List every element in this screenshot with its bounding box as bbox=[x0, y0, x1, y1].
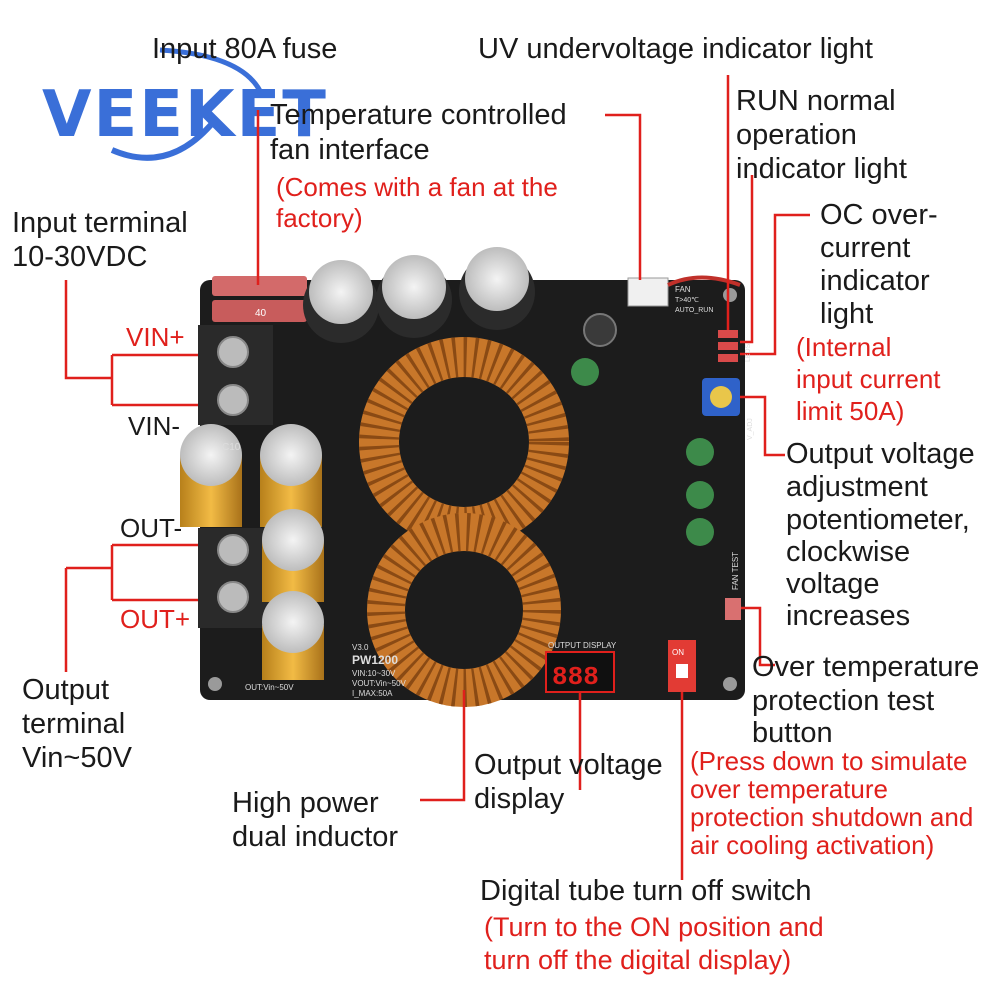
mount-hole bbox=[208, 677, 222, 691]
pot-label-3: potentiometer, bbox=[786, 504, 970, 536]
fan-wire bbox=[667, 275, 741, 287]
otp-note-3: protection shutdown and bbox=[690, 802, 974, 832]
terminal-screw bbox=[217, 336, 249, 368]
terminal-screw bbox=[217, 534, 249, 566]
switch-note-1: (Turn to the ON position and bbox=[484, 912, 824, 942]
oc-note-1: (Internal bbox=[796, 332, 892, 362]
silk-fuse: 40 bbox=[255, 308, 267, 319]
silk-cap: C10 bbox=[222, 442, 241, 453]
display-digits: 888 bbox=[552, 662, 599, 692]
otp-note-1: (Press down to simulate bbox=[690, 746, 968, 776]
silk-auto-run: AUTO_RUN bbox=[675, 307, 713, 314]
oc-label-4: light bbox=[820, 298, 874, 330]
mount-hole bbox=[723, 677, 737, 691]
silk-model: PW1200 bbox=[352, 653, 398, 667]
otp-label-1: Over temperature bbox=[752, 651, 980, 683]
small-cap bbox=[686, 481, 714, 509]
small-inductor bbox=[583, 313, 617, 347]
out-minus-label: OUT- bbox=[120, 513, 183, 543]
silk-vout: VOUT:Vin~50V bbox=[352, 679, 407, 688]
oc-label-1: OC over- bbox=[820, 199, 938, 231]
fan-connector bbox=[627, 277, 669, 307]
top-capacitors bbox=[303, 247, 535, 343]
small-cap bbox=[686, 438, 714, 466]
output-terminal-label-2: terminal bbox=[22, 708, 126, 740]
uv-label: UV undervoltage indicator light bbox=[478, 33, 873, 65]
fuse bbox=[212, 300, 307, 322]
pot-label-6: increases bbox=[786, 600, 911, 632]
output-terminal-label-1: Output bbox=[22, 674, 110, 706]
switch-note-2: turn off the digital display) bbox=[484, 945, 792, 975]
silk-switch-on: ON bbox=[672, 648, 684, 657]
terminal-screw bbox=[217, 384, 249, 416]
inductor-bottom bbox=[367, 513, 561, 707]
run-label-2: operation bbox=[736, 119, 857, 151]
fan-note-1: (Comes with a fan at the bbox=[276, 172, 558, 202]
leader-lines bbox=[64, 75, 810, 880]
silk-adj: V_ADJ bbox=[747, 418, 754, 440]
vin-plus-label: VIN+ bbox=[126, 322, 185, 352]
oc-label-2: current bbox=[820, 232, 911, 264]
led-oc bbox=[718, 354, 738, 362]
silk-vin: VIN:10~30V bbox=[352, 669, 396, 678]
silk-fan-test: FAN TEST bbox=[731, 552, 740, 590]
input-terminal-label-2: 10-30VDC bbox=[12, 241, 148, 273]
output-terminal-label-3: Vin~50V bbox=[22, 742, 132, 774]
logo-arc bbox=[159, 47, 265, 97]
vin-minus-label: VIN- bbox=[128, 411, 180, 441]
inductor-label-1: High power bbox=[232, 787, 379, 819]
terminal-screw bbox=[217, 581, 249, 613]
otp-label-2: protection test bbox=[752, 685, 935, 717]
oc-note-2: input current bbox=[796, 364, 941, 394]
display-label-2: display bbox=[474, 783, 565, 815]
mount-hole bbox=[723, 288, 737, 302]
silk-leds: LEDS bbox=[745, 343, 752, 362]
display-label-1: Output voltage bbox=[474, 749, 663, 781]
led-run bbox=[718, 342, 738, 350]
silk-version: V3.0 bbox=[352, 643, 369, 652]
otp-note-2: over temperature bbox=[690, 774, 888, 804]
inductor-label-2: dual inductor bbox=[232, 821, 399, 853]
pot-label-5: voltage bbox=[786, 568, 880, 600]
otp-note-4: air cooling activation) bbox=[690, 830, 935, 860]
fan-label-1: Temperature controlled bbox=[270, 99, 567, 131]
brand-logo: VEEKET bbox=[42, 78, 328, 152]
fan-note-2: factory) bbox=[276, 203, 363, 233]
switch-label: Digital tube turn off switch bbox=[480, 875, 812, 907]
pot-label-4: clockwise bbox=[786, 536, 911, 568]
run-label-3: indicator light bbox=[736, 153, 907, 185]
small-cap bbox=[686, 518, 714, 546]
silk-fan-temp: T>40℃ bbox=[675, 297, 699, 304]
fan-test-button bbox=[725, 598, 741, 620]
pcb-board bbox=[200, 280, 745, 700]
silk-out: OUT:Vin~50V bbox=[245, 683, 294, 692]
fan-label-2: fan interface bbox=[270, 134, 430, 166]
oc-note-3: limit 50A) bbox=[796, 396, 905, 426]
oc-label-3: indicator bbox=[820, 265, 930, 297]
silk-output-display: OUTPUT DISPLAY bbox=[548, 641, 617, 650]
led-uv bbox=[718, 330, 738, 338]
pot-label-2: adjustment bbox=[786, 471, 928, 503]
out-plus-label: OUT+ bbox=[120, 604, 191, 634]
fuse-label: Input 80A fuse bbox=[152, 33, 338, 65]
otp-label-3: button bbox=[752, 717, 833, 749]
logo-swoosh bbox=[110, 118, 218, 161]
input-terminal-label-1: Input terminal bbox=[12, 207, 188, 239]
silk-imax: I_MAX:50A bbox=[352, 689, 393, 698]
small-cap bbox=[571, 358, 599, 386]
pot-label-1: Output voltage bbox=[786, 438, 975, 470]
gold-capacitors bbox=[180, 424, 324, 680]
fuse bbox=[212, 276, 307, 296]
silk-fan: FAN bbox=[675, 285, 691, 294]
run-label-1: RUN normal bbox=[736, 85, 896, 117]
